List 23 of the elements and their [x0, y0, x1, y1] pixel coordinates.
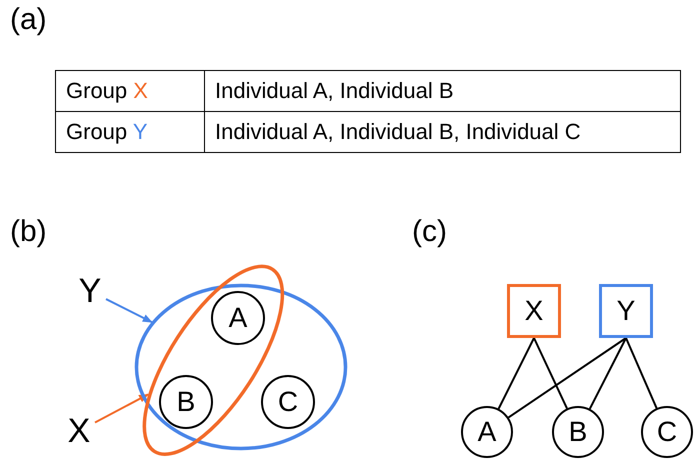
- group-box: Y: [599, 284, 653, 338]
- table-cell: Individual A, Individual B, Individual C: [204, 112, 680, 152]
- table-cell: Group Y: [56, 112, 204, 152]
- connector-line: [498, 338, 535, 410]
- table-cell: Individual A, Individual B: [204, 70, 680, 112]
- connector-line: [508, 337, 627, 418]
- individual-circle: B: [552, 406, 604, 458]
- set-ellipse: [135, 284, 347, 450]
- set-label: X: [63, 411, 95, 451]
- leader-arrow: [94, 394, 149, 424]
- connector-line: [588, 338, 627, 410]
- panel-label: (b): [10, 215, 47, 249]
- panel-label: (a): [10, 3, 47, 37]
- leader-arrow: [106, 298, 153, 324]
- individual-circle: C: [641, 406, 693, 458]
- panel-label: (c): [412, 215, 447, 249]
- group-box: X: [507, 284, 561, 338]
- individual-circle: A: [461, 406, 513, 458]
- connector-line: [533, 338, 568, 409]
- table-cell: Group X: [56, 70, 204, 112]
- connector-line: [625, 338, 658, 409]
- set-label: Y: [74, 271, 106, 311]
- individual-circle: C: [261, 375, 315, 429]
